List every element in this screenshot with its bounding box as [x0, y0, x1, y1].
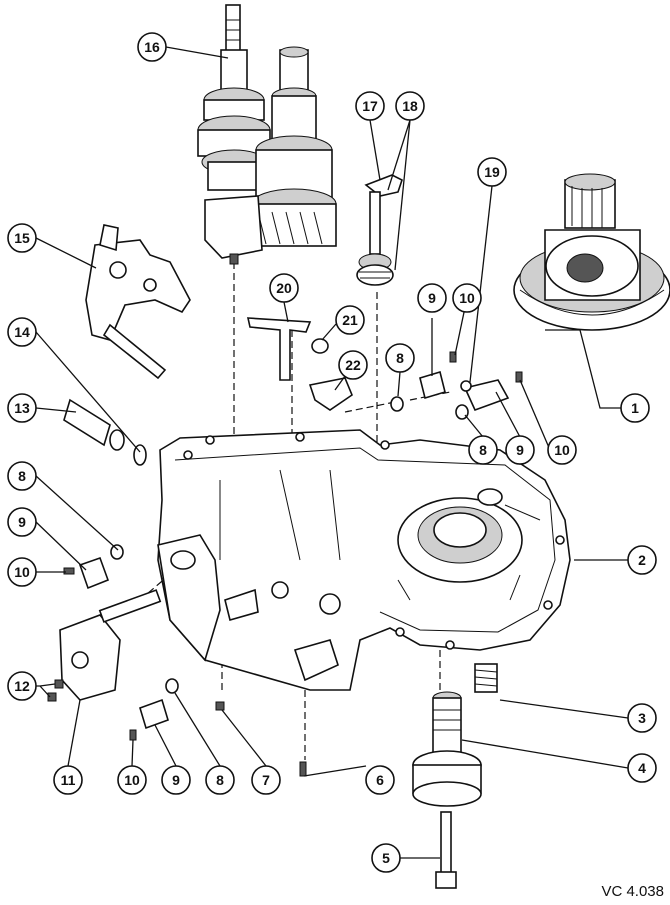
reference-code: VC 4.038: [601, 883, 664, 900]
callout-16: 16: [137, 32, 167, 62]
callout-4: 4: [627, 753, 657, 783]
callout-3-label: 3: [638, 710, 646, 726]
callout-9-top-label: 9: [428, 290, 436, 306]
callout-9-left: 9: [7, 507, 37, 537]
callout-19-label: 19: [484, 164, 500, 180]
callout-8-bottom-label: 8: [216, 772, 224, 788]
callout-5: 5: [371, 843, 401, 873]
callout-8-left-label: 8: [18, 468, 26, 484]
callout-18-label: 18: [402, 98, 418, 114]
callout-14-label: 14: [14, 324, 30, 340]
callout-8-right-label: 8: [479, 442, 487, 458]
callout-8-bottom: 8: [205, 765, 235, 795]
output-flange: [412, 691, 482, 807]
callout-8-left: 8: [7, 461, 37, 491]
callout-10-right-label: 10: [554, 442, 570, 458]
callout-17: 17: [355, 91, 385, 121]
speed-sensor-and-seal: [63, 398, 147, 466]
callout-11: 11: [53, 765, 83, 795]
callout-9-right-label: 9: [516, 442, 524, 458]
callout-4-label: 4: [638, 760, 646, 776]
callout-15-label: 15: [14, 230, 30, 246]
callout-10-left: 10: [7, 557, 37, 587]
callout-12: 12: [7, 671, 37, 701]
callout-19: 19: [477, 157, 507, 187]
left-pin-lever-group: [63, 544, 124, 590]
callout-11-label: 11: [61, 772, 76, 788]
shift-fork-and-pins: [246, 317, 353, 411]
callout-20-label: 20: [276, 280, 292, 296]
callout-22: 22: [338, 350, 368, 380]
callout-3: 3: [627, 703, 657, 733]
callout-1: 1: [620, 393, 650, 423]
callout-14: 14: [7, 317, 37, 347]
callout-10-bottom: 10: [117, 765, 147, 795]
callout-18: 18: [395, 91, 425, 121]
callout-2-label: 2: [638, 552, 646, 568]
differential-assembly: [513, 173, 670, 331]
callout-7-label: 7: [262, 772, 270, 788]
spring-bush: [474, 663, 498, 693]
callout-15: 15: [7, 223, 37, 253]
callout-9-bottom: 9: [161, 765, 191, 795]
callout-10-top-label: 10: [459, 290, 475, 306]
transmission-housing: [157, 429, 571, 691]
callout-10-left-label: 10: [14, 564, 30, 580]
callout-13-label: 13: [14, 400, 30, 416]
right-pin-lever-group: [390, 351, 523, 420]
gear-shaft-assembly: [197, 4, 337, 265]
selector-lever-housing: [47, 589, 162, 702]
callout-16-label: 16: [144, 39, 160, 55]
callout-17-label: 17: [362, 98, 378, 114]
callout-12-label: 12: [14, 678, 30, 694]
callout-13: 13: [7, 393, 37, 423]
flange-bolt: [435, 811, 457, 889]
callout-9-bottom-label: 9: [172, 772, 180, 788]
gear-selector-mechanism: [85, 224, 191, 380]
callout-7: 7: [251, 765, 281, 795]
leader-lines: [22, 46, 629, 859]
callout-8-top: 8: [385, 343, 415, 373]
selector-fork-and-gear: [356, 174, 403, 286]
callout-6: 6: [365, 765, 395, 795]
callout-21-label: 21: [342, 312, 358, 328]
callout-9-left-label: 9: [18, 514, 26, 530]
callout-6-label: 6: [376, 772, 384, 788]
bottom-pin-lever-group: [129, 678, 307, 777]
callout-22-label: 22: [345, 357, 361, 373]
callout-1-label: 1: [631, 400, 639, 416]
callout-10-bottom-label: 10: [124, 772, 140, 788]
callout-10-right: 10: [547, 435, 577, 465]
callout-9-right: 9: [505, 435, 535, 465]
callout-2: 2: [627, 545, 657, 575]
callout-5-label: 5: [382, 850, 390, 866]
callout-9-top: 9: [417, 283, 447, 313]
callout-8-top-label: 8: [396, 350, 404, 366]
callout-20: 20: [269, 273, 299, 303]
callout-10-top: 10: [452, 283, 482, 313]
callout-21: 21: [335, 305, 365, 335]
callout-8-right: 8: [468, 435, 498, 465]
